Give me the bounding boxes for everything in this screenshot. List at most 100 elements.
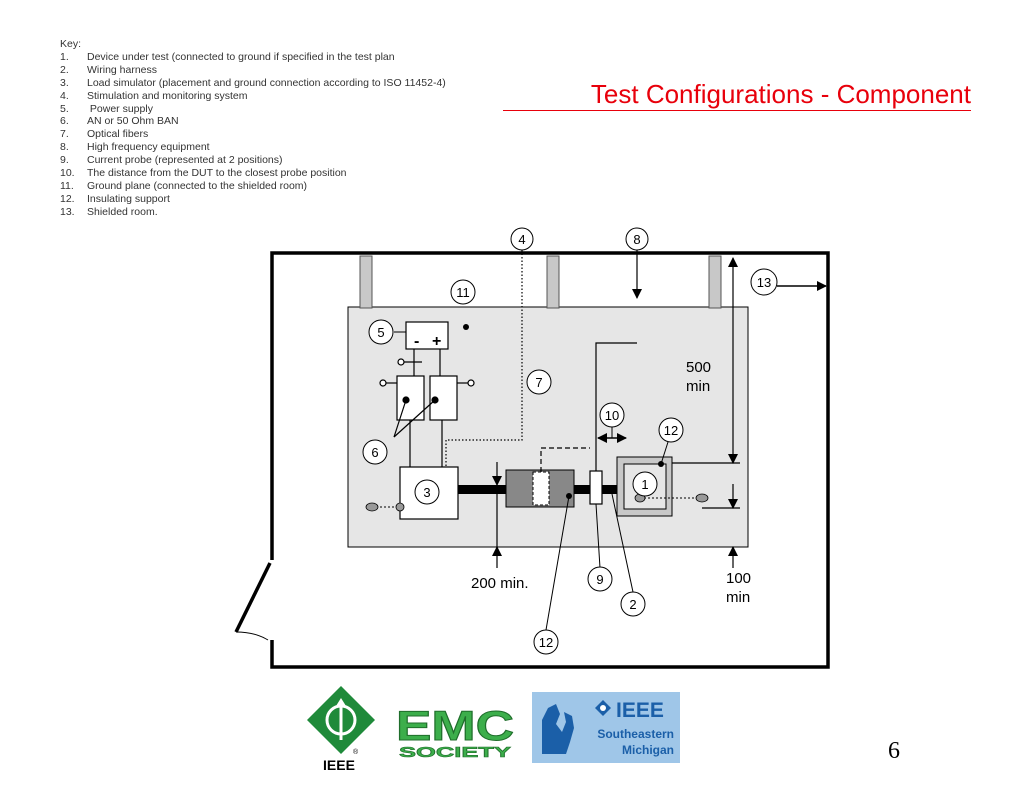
key-item: 6. AN or 50 Ohm BAN: [60, 115, 446, 128]
key-item: 12. Insulating support: [60, 193, 446, 206]
key-item: 9. Current probe (represented at 2 positi…: [60, 154, 446, 167]
key-item-text: Wiring harness: [87, 63, 158, 76]
michigan-map-icon: [542, 704, 574, 754]
sem-michigan-text: Michigan: [622, 743, 674, 757]
dim-100-unit: min: [726, 589, 750, 606]
key-item-number: 9.: [60, 154, 69, 167]
power-supply: - +: [405, 321, 469, 350]
dim-500-value: 500: [686, 359, 711, 376]
psu-plus: +: [432, 333, 441, 350]
key-item-number: 7.: [60, 128, 69, 141]
callout-8: 8: [625, 227, 649, 251]
key-item: 7. Optical fibers: [60, 128, 446, 141]
key-item-number: 3.: [60, 76, 69, 89]
key-title: Key:: [60, 38, 82, 50]
ieee-logo: ® IEEE: [307, 686, 375, 773]
callout-5: 5: [368, 319, 394, 345]
key-item-number: 10.: [60, 167, 75, 180]
svg-text:8: 8: [633, 232, 640, 247]
key-item-text: The distance from the DUT to the closest…: [87, 167, 347, 180]
current-probe-alt-position: [532, 471, 550, 506]
key-item: 4. Stimulation and monitoring system: [60, 90, 446, 103]
key-item-number: 1.: [60, 50, 69, 63]
dim-200-label: 200 min.: [471, 575, 529, 592]
callout-1: 1: [632, 471, 658, 497]
key-item-number: 5.: [60, 102, 69, 115]
callout-3: 3: [414, 479, 440, 505]
key-item: 11. Ground plane (connected to the shield…: [60, 180, 446, 193]
svg-text:2: 2: [629, 597, 636, 612]
ieee-southeastern-michigan-logo: IEEE Southeastern Michigan: [532, 692, 680, 763]
key-item-text: Current probe (represented at 2 position…: [87, 154, 283, 167]
callout-9: 9: [587, 566, 613, 592]
key-item-number: 2.: [60, 63, 69, 76]
dim-500-unit: min: [686, 378, 710, 395]
page-number: 6: [888, 738, 900, 764]
key-item-number: 11.: [60, 179, 74, 192]
artificial-networks: [379, 349, 475, 467]
key-item-number: 4.: [60, 89, 69, 102]
leader-lines: [394, 331, 669, 631]
emc-society-logo: EMC SOCIETY: [396, 702, 515, 762]
svg-text:6: 6: [371, 445, 378, 460]
svg-text:10: 10: [605, 408, 619, 423]
callouts: 4 8 13 11 5 7 10 12 6 3 1 9 2 12: [362, 227, 778, 655]
current-probe: [589, 470, 603, 505]
key-list: 1. Device under test (connected to ground…: [60, 51, 446, 219]
psu-minus: -: [414, 333, 419, 350]
svg-text:1: 1: [641, 477, 648, 492]
key-item: 5. Power supply: [60, 103, 446, 116]
sem-southeastern-text: Southeastern: [597, 727, 674, 741]
emc-society-text: SOCIETY: [399, 744, 511, 761]
key-item-text: Shielded room.: [87, 205, 158, 218]
dim-100: [702, 484, 740, 568]
emc-logo-text: EMC: [396, 702, 514, 749]
callout-6: 6: [362, 439, 388, 465]
key-item: 8. High frequency equipment: [60, 141, 446, 154]
callout-4: 4: [510, 227, 534, 251]
svg-text:12: 12: [539, 635, 553, 650]
shielded-room: [234, 251, 830, 669]
sem-ieee-text: IEEE: [616, 699, 664, 722]
callout-12-dut: 12: [658, 417, 684, 443]
page-title: Test Configurations - Component: [503, 78, 971, 111]
svg-text:9: 9: [596, 572, 603, 587]
test-setup-diagram: - +: [234, 227, 830, 669]
key-item-text: AN or 50 Ohm BAN: [87, 115, 179, 128]
svg-text:3: 3: [423, 485, 430, 500]
key-item-text: Ground plane (connected to the shielded …: [87, 179, 308, 192]
key-legend: Key: 1. Device under test (connected to g…: [60, 38, 446, 219]
callout-13: 13: [750, 268, 778, 296]
ieee-logo-text: IEEE: [323, 757, 355, 773]
svg-text:5: 5: [377, 325, 384, 340]
dim-500: [672, 257, 740, 464]
key-item-number: 6.: [60, 115, 69, 128]
key-item: 13. Shielded room.: [60, 206, 446, 219]
key-item: 2. Wiring harness: [60, 64, 446, 77]
key-item-number: 13.: [60, 205, 75, 218]
svg-text:11: 11: [456, 285, 470, 300]
key-item-text: Load simulator (placement and ground con…: [87, 76, 446, 89]
svg-text:13: 13: [757, 275, 771, 290]
dim-100-value: 100: [726, 570, 751, 587]
key-item: 3. Load simulator (placement and ground c…: [60, 77, 446, 90]
key-item-text: Power supply: [87, 102, 153, 115]
key-item-text: Device under test (connected to ground i…: [87, 50, 395, 63]
svg-text:®: ®: [353, 748, 359, 756]
svg-text:7: 7: [535, 375, 542, 390]
ground-straps: [359, 255, 722, 309]
key-item-text: Stimulation and monitoring system: [87, 89, 248, 102]
key-item-number: 12.: [60, 192, 75, 205]
callout-12-harness: 12: [533, 629, 559, 655]
callout-10: 10: [599, 402, 625, 428]
svg-text:12: 12: [664, 423, 678, 438]
key-item-text: High frequency equipment: [87, 141, 210, 154]
svg-text:4: 4: [518, 232, 525, 247]
key-item-text: Insulating support: [87, 192, 170, 205]
key-item-number: 8.: [60, 141, 69, 154]
callout-11: 11: [450, 279, 476, 305]
callout-7: 7: [526, 369, 552, 395]
key-item-text: Optical fibers: [87, 128, 149, 141]
key-item: 1. Device under test (connected to ground…: [60, 51, 446, 64]
optical-fibers: [445, 250, 523, 467]
